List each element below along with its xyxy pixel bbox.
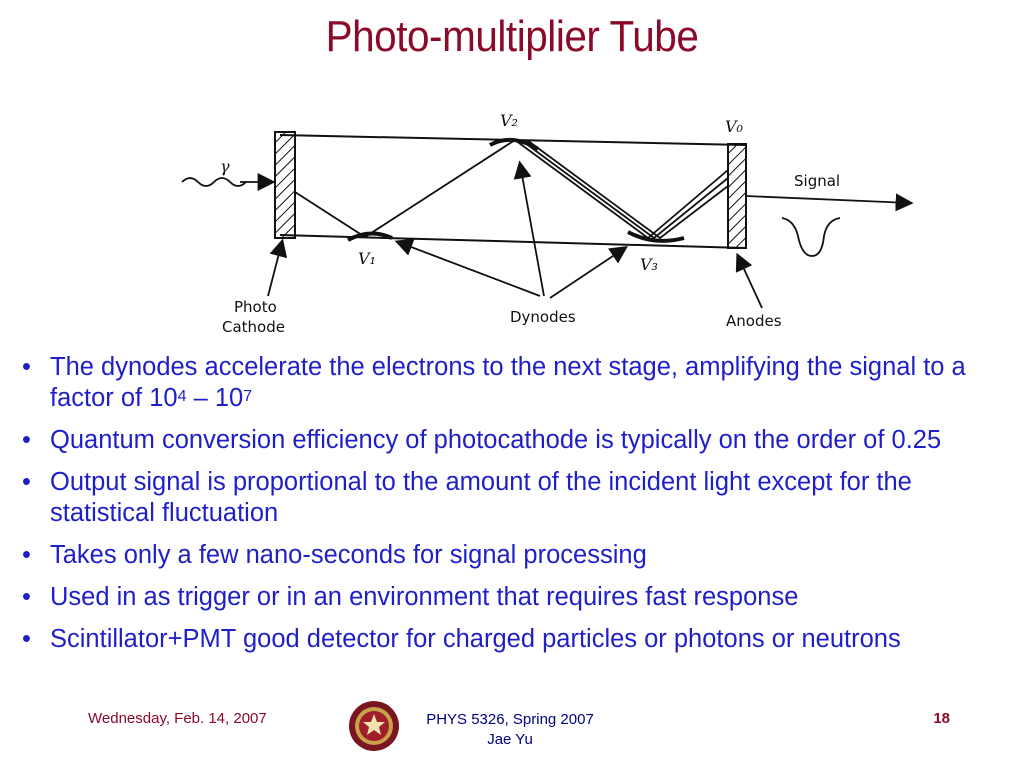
v3-label: V₃	[640, 255, 658, 274]
photocathode-pointer	[267, 238, 288, 297]
photocathode-label-line2: Cathode	[222, 318, 285, 336]
dynodes-pointer-3	[549, 246, 628, 299]
signal-arrow	[745, 193, 914, 212]
gamma-label: γ	[220, 157, 230, 176]
signal-label: Signal	[794, 172, 840, 190]
gamma-wave	[181, 177, 247, 187]
bullet-item: • Quantum conversion efficiency of photo…	[22, 425, 1012, 456]
bullet-symbol: •	[22, 625, 31, 653]
v2-label: V₂	[500, 111, 518, 130]
university-seal-icon	[349, 701, 399, 751]
footer-course-info: PHYS 5326, Spring 2007 Jae Yu	[410, 710, 610, 750]
pmt-diagram: γ V₂ V₀ V₁ V₃ Signal Photo Cathode Dynod…	[181, 111, 914, 336]
bullet-text: Quantum conversion efficiency of photoca…	[50, 426, 942, 454]
footer-date: Wednesday, Feb. 14, 2007	[88, 710, 267, 727]
photocathode-plate	[274, 131, 296, 239]
page-number: 18	[933, 710, 950, 727]
v1-label: V₁	[358, 249, 376, 268]
photocathode-label-line1: Photo	[234, 298, 277, 316]
dynode-3	[627, 230, 685, 243]
electron-path-2	[514, 139, 729, 240]
bullet-item: • The dynodes accelerate the electrons t…	[22, 352, 1012, 414]
bullet-symbol: •	[22, 541, 31, 569]
bullet-text: The dynodes accelerate the electrons to …	[50, 353, 966, 412]
anode-plate	[727, 143, 747, 249]
bullet-text: Scintillator+PMT good detector for charg…	[50, 625, 901, 653]
bullet-symbol: •	[22, 426, 31, 454]
bullet-text: Used in as trigger or in an environment …	[50, 583, 799, 611]
bullet-symbol: •	[22, 583, 31, 611]
signal-pulse	[781, 217, 841, 257]
dynodes-label: Dynodes	[510, 308, 576, 326]
anodes-pointer	[735, 252, 763, 309]
electron-path-2b	[520, 139, 729, 240]
bullet-text: Takes only a few nano-seconds for signal…	[50, 541, 647, 569]
bullet-symbol: •	[22, 353, 31, 381]
bullet-list: • The dynodes accelerate the electrons t…	[22, 352, 1012, 666]
footer-course: PHYS 5326, Spring 2007	[426, 711, 594, 728]
electron-path-2c	[526, 139, 729, 240]
exponent: 4	[177, 388, 187, 405]
bullet-text: Output signal is proportional to the amo…	[50, 468, 912, 527]
bullet-item: • Output signal is proportional to the a…	[22, 467, 1012, 529]
anodes-label: Anodes	[726, 312, 782, 330]
bullet-item: • Scintillator+PMT good detector for cha…	[22, 624, 1012, 655]
v0-label: V₀	[725, 117, 744, 136]
bullet-symbol: •	[22, 468, 31, 496]
exponent: 7	[243, 388, 253, 405]
dynodes-pointer-1	[394, 238, 541, 297]
slide-title: Photo-multiplier Tube	[325, 12, 699, 61]
bullet-item: • Takes only a few nano-seconds for sign…	[22, 540, 1012, 571]
bullet-item: • Used in as trigger or in an environmen…	[22, 582, 1012, 613]
electron-path-1	[294, 139, 516, 239]
bullet-text-mid: – 10	[186, 384, 244, 412]
footer-author: Jae Yu	[487, 731, 533, 748]
dynode-2	[489, 137, 540, 151]
dynodes-pointer-2	[513, 160, 545, 297]
